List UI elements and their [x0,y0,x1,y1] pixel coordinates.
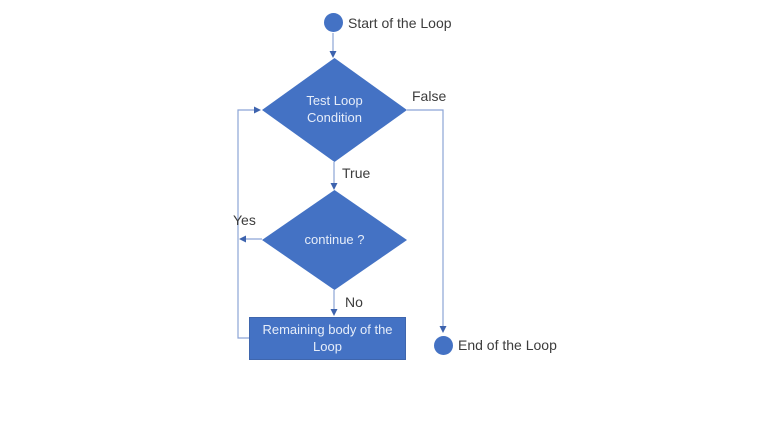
start-terminal-label: Start of the Loop [348,15,452,31]
start-terminal-node [324,13,343,32]
edge-label-no: No [345,294,363,310]
arrowhead-into-continue-top [330,183,338,190]
connector-test-to-end-false [407,109,444,327]
arrowhead-into-end-top [439,326,447,333]
continue-decision-label: continue ? [304,231,365,247]
edge-label-false: False [412,88,447,104]
arrowhead-into-test-left [254,106,261,114]
edge-label-yes: Yes [233,212,256,228]
test-loop-condition-label: Test Loop Condition [306,93,363,125]
connector-body-feedback-to-test [237,109,256,339]
end-terminal-node [434,336,453,355]
arrowhead-into-body-top [330,309,338,316]
loop-body-node: Remaining body of the Loop [249,317,406,360]
arrowhead-yes-left [239,235,246,243]
arrowhead-into-test-top [329,51,337,58]
loop-body-label: Remaining body of the Loop [262,321,393,354]
end-terminal-label: End of the Loop [458,337,557,353]
edge-label-true: True [342,165,371,181]
